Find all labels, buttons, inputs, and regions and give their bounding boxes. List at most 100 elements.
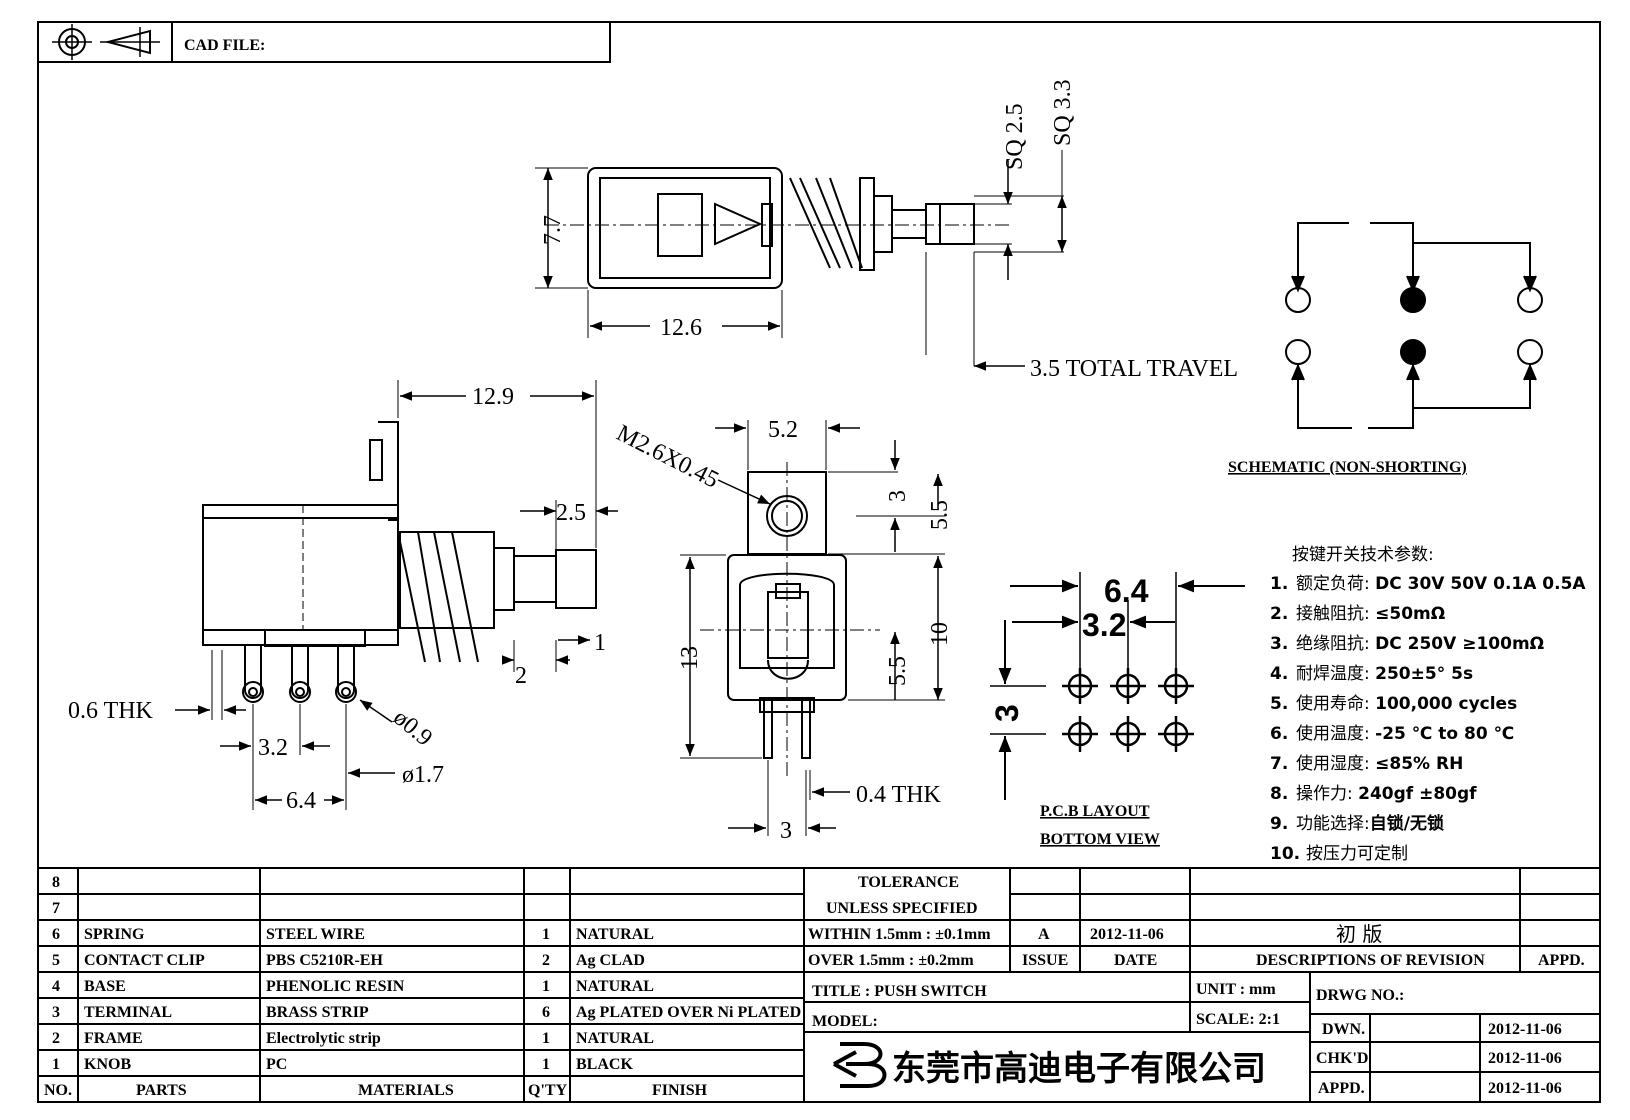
spec-item-5: 5.使用寿命: 100,000 cycles [1270,694,1518,714]
bom-row-2-parts: FRAME [84,1030,143,1047]
tolerance-unless: UNLESS SPECIFIED [826,900,978,917]
dim-height-3: 3 [885,490,911,502]
pcb-dim-3-2: 3.2 [1082,607,1126,643]
dim-height-5-5-top: 5.5 [927,500,953,530]
spec-item-2: 2.接触阻抗: ≤50mΩ [1270,604,1446,624]
dim-width-12-6: 12.6 [660,315,702,341]
chkd-date: 2012-11-06 [1488,1050,1562,1067]
spec-item-1: 1.额定负荷: DC 30V 50V 0.1A 0.5A [1270,574,1586,594]
bom-row-3-parts: TERMINAL [84,1004,172,1021]
dim-pitch-6-4: 6.4 [286,788,316,814]
pcb-hole-1-2 [1110,668,1146,704]
bom-row-1-materials: PC [266,1056,287,1073]
bom-row-2-materials: Electrolytic strip [266,1030,381,1047]
spec-item-9: 9.功能选择:自锁/无锁 [1270,814,1444,834]
side-view [175,380,618,810]
issue-label: ISSUE [1022,952,1068,969]
schematic [1285,222,1543,429]
bom-row-2-finish: NATURAL [576,1030,654,1047]
bom-row-1-qty: 1 [542,1056,550,1073]
header-strip: CAD FILE: [37,21,611,63]
bom-row-4-qty: 1 [542,978,550,995]
dim-sq-3-3: SQ 3.3 [1050,79,1076,146]
bom-row-5-parts: CONTACT CLIP [84,952,205,969]
bom-row-6-no: 6 [52,926,60,943]
drawing-number-label: DRWG NO.: [1316,987,1404,1004]
pcb-hole-1-1 [1062,668,1098,704]
bom-row-3-no: 3 [52,1004,60,1021]
dim-hole-0-9: ø0.9 [388,705,437,752]
title-block: TOLERANCE UNLESS SPECIFIED WITHIN 1.5mm … [808,874,1585,1097]
dwn-date: 2012-11-06 [1488,1021,1562,1038]
description-of-revision-label: DESCRIPTIONS OF REVISION [1256,952,1485,969]
bom-row-5-no: 5 [52,952,60,969]
tolerance-within: WITHIN 1.5mm : ±0.1mm [808,926,991,943]
dim-width-5-2: 5.2 [768,417,798,443]
company-logo-icon [833,1042,887,1088]
dim-sq-2-5: SQ 2.5 [1002,103,1028,170]
date-label: DATE [1114,952,1157,969]
dim-total-travel: 3.5 TOTAL TRAVEL [1030,356,1238,382]
bom-row-4-materials: PHENOLIC RESIN [266,978,405,995]
projection-symbol-icon [52,24,160,60]
bom-row-8-no: 8 [52,874,60,891]
dim-height-7-7: 7.7 [540,215,566,245]
dim-height-13: 13 [677,646,703,670]
date-value: 2012-11-06 [1090,926,1164,943]
issue-value: A [1038,926,1050,943]
model-label: MODEL: [812,1013,878,1030]
pcb-dim-3: 3 [989,704,1025,722]
bom-row-3-finish: Ag PLATED OVER Ni PLATED [576,1004,801,1021]
spec-heading: 按键开关技术参数: [1292,545,1434,565]
dim-width-3: 3 [780,818,792,844]
dim-screw-thread: M2.6X0.45 [612,420,722,493]
spec-item-6: 6.使用温度: -25 ℃ to 80 ℃ [1270,724,1515,744]
chkd-label: CHK'D [1316,1050,1368,1067]
appd-date: 2012-11-06 [1488,1080,1562,1097]
bom-row-4-no: 4 [52,978,60,995]
bom-header-no: NO. [44,1082,72,1099]
bom-row-1-no: 1 [52,1056,60,1073]
drawing-title: TITLE : PUSH SWITCH [812,983,987,1000]
front-view [680,420,945,836]
dim-height-5-5-bottom: 5.5 [885,656,911,686]
spec-item-7: 7.使用湿度: ≤85% RH [1270,754,1464,774]
bom-header-qty: Q'TY [528,1082,568,1099]
bom-row-1-parts: KNOB [84,1056,131,1073]
bom-header-parts: PARTS [136,1082,187,1099]
bom-row-1-finish: BLACK [576,1056,633,1073]
pcb-layout [990,572,1245,800]
bom-header-materials: MATERIALS [358,1082,454,1099]
bom-row-5-materials: PBS C5210R-EH [266,952,383,969]
sheet-border [37,21,1601,1103]
spec-item-3: 3.绝缘阻抗: DC 250V ≥100mΩ [1270,634,1545,654]
appd-label: APPD. [1538,952,1585,969]
tolerance-label: TOLERANCE [858,874,959,891]
dim-thk-0-6: 0.6 THK [68,698,154,724]
bom-row-6-finish: NATURAL [576,926,654,943]
company-name: 东莞市高迪电子有限公司 [892,1049,1266,1089]
bom-header-finish: FINISH [652,1082,708,1099]
pcb-hole-1-3 [1158,668,1194,704]
spec-item-10: 10.按压力可定制 [1270,844,1408,864]
dwn-label: DWN. [1322,1021,1365,1038]
pcb-dim-6-4: 6.4 [1104,573,1149,609]
dim-2-5: 2.5 [556,500,586,526]
dim-width-12-9: 12.9 [472,384,514,410]
scale-label: SCALE: 2:1 [1196,1011,1280,1028]
bom-row-4-parts: BASE [84,978,126,995]
dim-pitch-3-2: 3.2 [258,735,288,761]
dim-1: 1 [594,630,606,656]
bom-row-5-finish: Ag CLAD [576,952,645,969]
dim-2: 2 [515,663,527,689]
bom-rows: 8 7 6 SPRING STEEL WIRE 1 NATURAL 5 CONT… [44,874,801,1099]
spec-item-4: 4.耐焊温度: 250±5° 5s [1270,664,1474,684]
bom-row-3-materials: BRASS STRIP [266,1004,369,1021]
bom-table-lines [38,867,1600,1102]
pcb-hole-2-2 [1110,716,1146,752]
bom-row-6-materials: STEEL WIRE [266,926,365,943]
pcb-hole-2-1 [1062,716,1098,752]
tolerance-over: OVER 1.5mm : ±0.2mm [808,952,974,969]
pcb-hole-2-3 [1158,716,1194,752]
